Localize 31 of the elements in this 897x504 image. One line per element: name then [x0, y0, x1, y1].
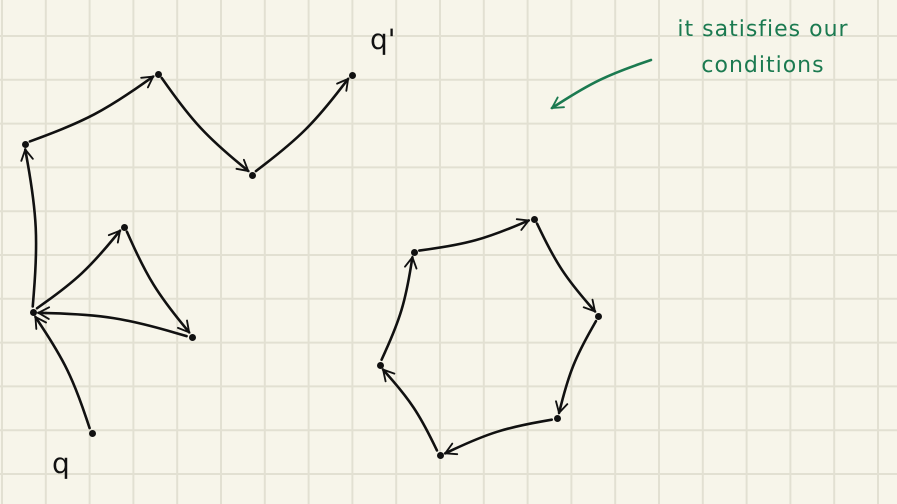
- arrow: [126, 230, 190, 334]
- arrow: [36, 229, 122, 310]
- arrow: [160, 76, 250, 172]
- vertex-dot: [30, 308, 36, 316]
- arrow: [20, 148, 38, 308]
- arrow: [380, 256, 418, 362]
- arrow: [28, 75, 154, 143]
- vertex-label: q': [370, 26, 396, 54]
- vertex-dot: [530, 216, 538, 222]
- arrow: [555, 320, 598, 414]
- vertex-dot: [554, 414, 560, 422]
- vertex-dot: [594, 312, 602, 320]
- vertex-dot: [120, 224, 128, 230]
- vertex-dot: [248, 172, 256, 178]
- handwritten-note: it satisfies our conditions: [652, 12, 874, 84]
- arrow: [550, 58, 652, 110]
- vertex-dot: [22, 140, 28, 148]
- arrow: [34, 316, 91, 430]
- arrow: [382, 368, 438, 452]
- vertex-label: q: [52, 450, 70, 478]
- arrow: [536, 222, 596, 313]
- vertex-dot: [410, 248, 418, 256]
- arrow: [418, 218, 530, 252]
- vertex-dot: [348, 72, 356, 78]
- arrow: [254, 78, 350, 172]
- vertex-dot: [154, 70, 162, 78]
- vertex-dot: [376, 362, 384, 368]
- arrow: [444, 418, 554, 456]
- vertex-dot: [436, 452, 444, 458]
- vertex-dot: [188, 334, 196, 340]
- arrow: [37, 306, 188, 338]
